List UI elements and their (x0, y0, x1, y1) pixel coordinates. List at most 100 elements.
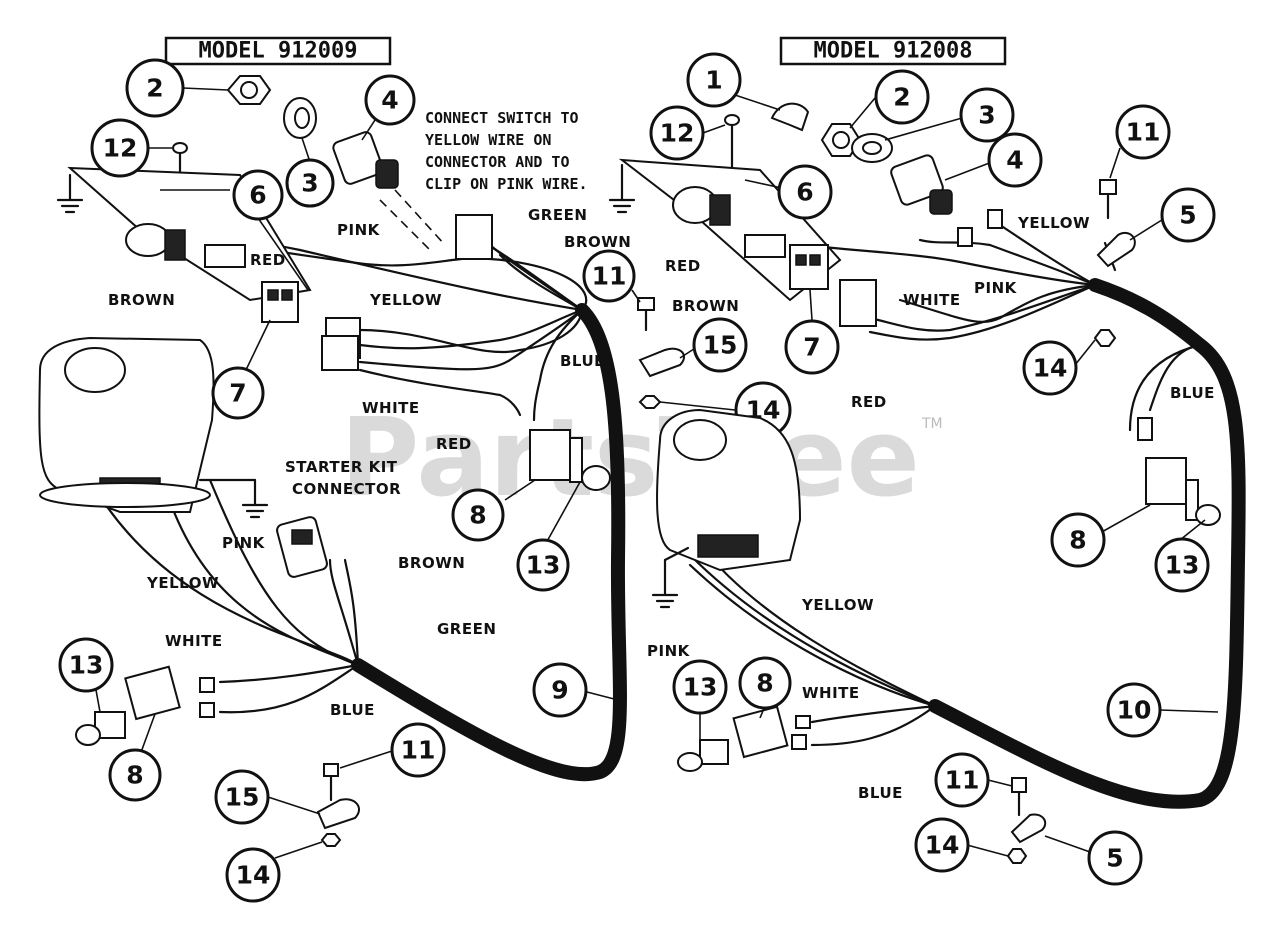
ground-symbol-engine-right (651, 546, 690, 609)
label-pink-low-left: PINK (222, 534, 266, 552)
watermark-tm: TM (921, 416, 943, 432)
svg-text:14: 14 (236, 861, 271, 890)
label-pink-top-right: PINK (974, 279, 1018, 297)
clamp-part-5-lower-right (1010, 813, 1047, 844)
right-wire-labels: YELLOW RED WHITE PINK BROWN RED BLUE YEL… (647, 214, 1215, 802)
left-leaders (95, 87, 736, 859)
callout-15-left: 15 (692, 317, 748, 373)
label-yellow-top-right: YELLOW (1017, 214, 1090, 232)
svg-text:12: 12 (103, 134, 138, 163)
callout-2-left: 2 (125, 58, 185, 118)
note-line-3: CONNECTOR AND TO (425, 153, 570, 171)
callout-14b-right: 14 (914, 817, 970, 873)
right-leaders (699, 94, 1219, 857)
label-red-top-right: RED (665, 257, 701, 275)
label-blue-top-left: BLUE (560, 352, 605, 370)
callout-4-left: 4 (364, 74, 416, 126)
callout-14b-left: 14 (225, 847, 281, 903)
svg-text:10: 10 (1117, 696, 1152, 725)
label-yellow-top-left: YELLOW (369, 291, 442, 309)
svg-text:11: 11 (592, 262, 627, 291)
svg-text:7: 7 (229, 379, 246, 408)
svg-text:6: 6 (249, 181, 266, 210)
nut-part-14-upper-left (638, 395, 662, 409)
ground-symbol-engine-left (198, 478, 269, 519)
washer-part-3-left (283, 97, 317, 139)
plunger-part-13-lower-right (677, 739, 729, 772)
callout-7-left: 7 (211, 366, 265, 420)
switch-part-4-left (332, 131, 399, 189)
label-white-mid-left: WHITE (362, 399, 420, 417)
ground-symbol-left (56, 173, 84, 214)
svg-text:11: 11 (1126, 118, 1161, 147)
label-green-low-left: GREEN (437, 620, 496, 638)
bolt-part-11-lower-right (1011, 777, 1027, 817)
callout-14-left: 14 (734, 381, 792, 439)
callout-6-left: 6 (232, 169, 284, 221)
ignition-switch-left (125, 223, 246, 268)
callout-8-left: 8 (451, 488, 505, 542)
note-line-1: CONNECT SWITCH TO (425, 109, 579, 127)
svg-text:3: 3 (978, 101, 995, 130)
relay-part-8-upper-left (529, 429, 611, 491)
svg-text:5: 5 (1106, 844, 1123, 873)
clamp-part-15-upper-left (638, 347, 685, 378)
callout-1-right: 1 (686, 52, 742, 108)
svg-text:11: 11 (945, 766, 980, 795)
label-brown-top-left: BROWN (564, 233, 631, 251)
ignition-switch-right (672, 186, 786, 258)
callout-13b-right: 13 (672, 659, 728, 715)
label-blue-low-right: BLUE (858, 784, 903, 802)
engine-right (656, 408, 802, 572)
label-white-low-left: WHITE (165, 632, 223, 650)
relay-part-8-lower-right (732, 705, 811, 759)
svg-text:15: 15 (703, 331, 738, 360)
svg-text:5: 5 (1179, 201, 1196, 230)
svg-text:13: 13 (69, 651, 104, 680)
connector-part-7-left (261, 281, 299, 323)
callout-3-right: 3 (959, 87, 1015, 143)
callout-2-right: 2 (874, 69, 930, 125)
ground-symbol-right (608, 163, 636, 214)
label-red-top-left: RED (250, 251, 286, 269)
engine-left (38, 336, 215, 513)
callout-5-right: 5 (1160, 187, 1216, 243)
clamp-part-15-lower-left (316, 798, 360, 830)
clamp-part-5-upper-right (1096, 231, 1136, 268)
callout-8b-right: 8 (738, 656, 792, 710)
label-starter-2: CONNECTOR (292, 480, 401, 498)
svg-text:2: 2 (893, 83, 910, 112)
label-blue-mid-right: BLUE (1170, 384, 1215, 402)
label-blue-low-left: BLUE (330, 701, 375, 719)
right-callouts: 1 2 3 4 12 6 7 11 5 14 8 13 10 13 8 11 1… (649, 52, 1216, 886)
nut-part-2-right (820, 123, 862, 157)
callout-10-right: 10 (1106, 682, 1162, 738)
svg-text:8: 8 (756, 669, 773, 698)
label-white-top-right: WHITE (903, 291, 961, 309)
note-line-4: CLIP ON PINK WIRE. (425, 175, 588, 193)
svg-text:8: 8 (1069, 526, 1086, 555)
label-pink-top-left: PINK (337, 221, 381, 239)
nut-part-14-lower-right (1006, 848, 1028, 864)
dashed-leader-left-2 (379, 199, 431, 251)
label-brown-low-left: BROWN (398, 554, 465, 572)
relay-part-8-right (1137, 417, 1221, 526)
svg-text:11: 11 (401, 736, 436, 765)
label-red-mid-right: RED (851, 393, 887, 411)
model-label-right: MODEL 912008 (814, 39, 973, 64)
svg-text:1: 1 (705, 66, 722, 95)
model-box-left: MODEL 912009 (164, 36, 392, 66)
label-green-top-left: GREEN (528, 206, 587, 224)
svg-text:14: 14 (1033, 354, 1068, 383)
callout-6-right: 6 (777, 164, 833, 220)
bolt-part-11-upper-right (1099, 179, 1117, 220)
callout-11b-right: 11 (934, 752, 990, 808)
callout-14-right: 14 (1022, 340, 1078, 396)
svg-text:12: 12 (660, 119, 695, 148)
callout-7-right: 7 (784, 319, 840, 375)
callout-11-right: 11 (1115, 104, 1171, 160)
callout-11b-left: 11 (390, 722, 446, 778)
bolt-part-11-lower-left (323, 763, 339, 802)
callout-15b-left: 15 (214, 769, 270, 825)
svg-text:3: 3 (301, 169, 318, 198)
